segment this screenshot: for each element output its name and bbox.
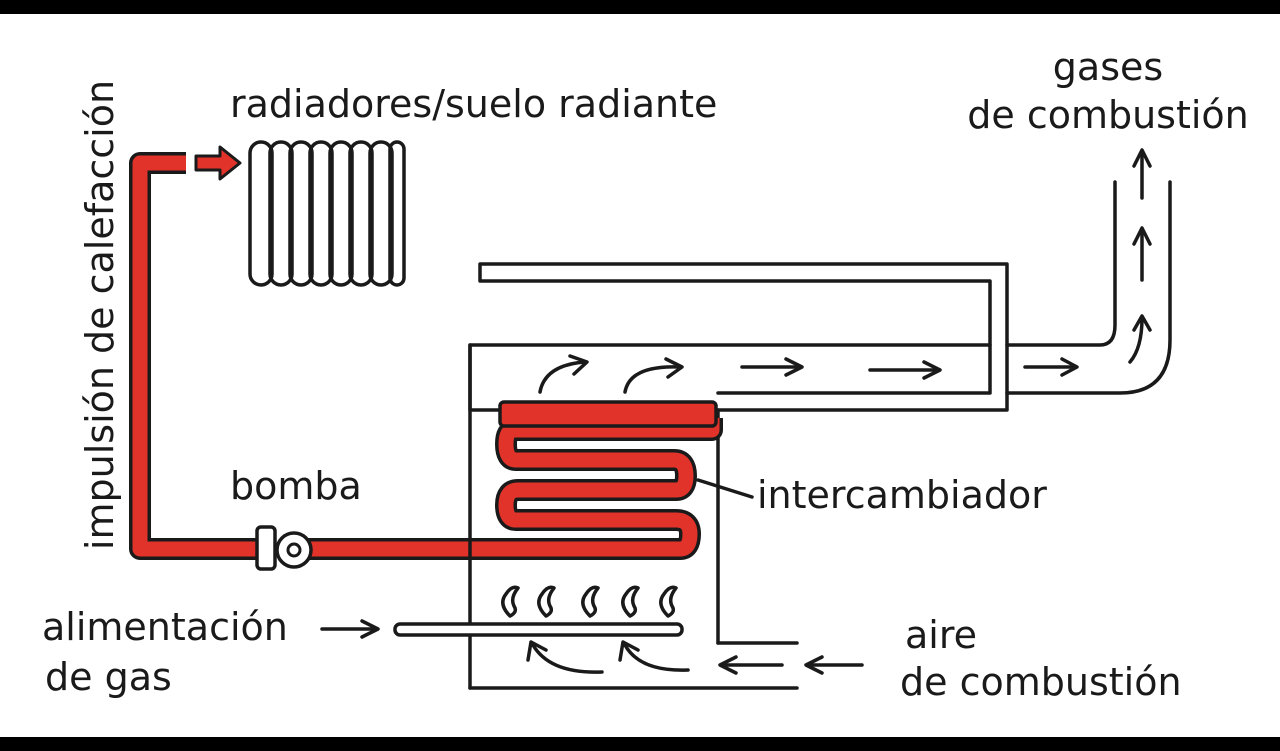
combustion-chamber: [468, 262, 1009, 690]
combustion-air-arrows: [526, 640, 864, 675]
flame-icon: [659, 585, 678, 618]
flue-arrows: [1023, 148, 1152, 377]
flow-arrow-red-icon: [194, 145, 242, 181]
flame-icon: [621, 585, 640, 618]
label-bomba: bomba: [230, 464, 362, 508]
label-aire-line2: de combustión: [900, 660, 1182, 704]
flame-icon: [581, 585, 600, 618]
label-intercambiador: intercambiador: [757, 473, 1047, 517]
flame-icon: [501, 585, 520, 618]
intercambiador-leader-line: [696, 478, 754, 499]
label-alimentacion-line1: alimentación: [42, 605, 288, 649]
label-radiadores: radiadores/suelo radiante: [230, 82, 717, 126]
heat-exchanger: [495, 400, 723, 560]
gas-inlet-arrow-icon: [320, 619, 380, 639]
label-aire-line1: aire: [905, 613, 977, 657]
burner-flames: [501, 585, 678, 618]
radiator: [248, 140, 406, 287]
label-impulsion: impulsión de calefacción: [78, 80, 122, 550]
label-gases-line1: gases: [1053, 45, 1163, 89]
label-gases-line2: de combustión: [967, 93, 1249, 137]
diagram-frame: radiadores/suelo radiante gases de combu…: [0, 14, 1280, 737]
burner-bar: [393, 622, 684, 637]
boiler-diagram: radiadores/suelo radiante gases de combu…: [42, 45, 1249, 704]
hot-gas-flow-arrows: [538, 354, 942, 394]
label-alimentacion-line2: de gas: [45, 655, 172, 699]
flue-duct: [1005, 180, 1172, 395]
heating-supply-pipe: [129, 152, 500, 560]
pump-icon: [255, 525, 313, 571]
flame-icon: [537, 585, 556, 618]
